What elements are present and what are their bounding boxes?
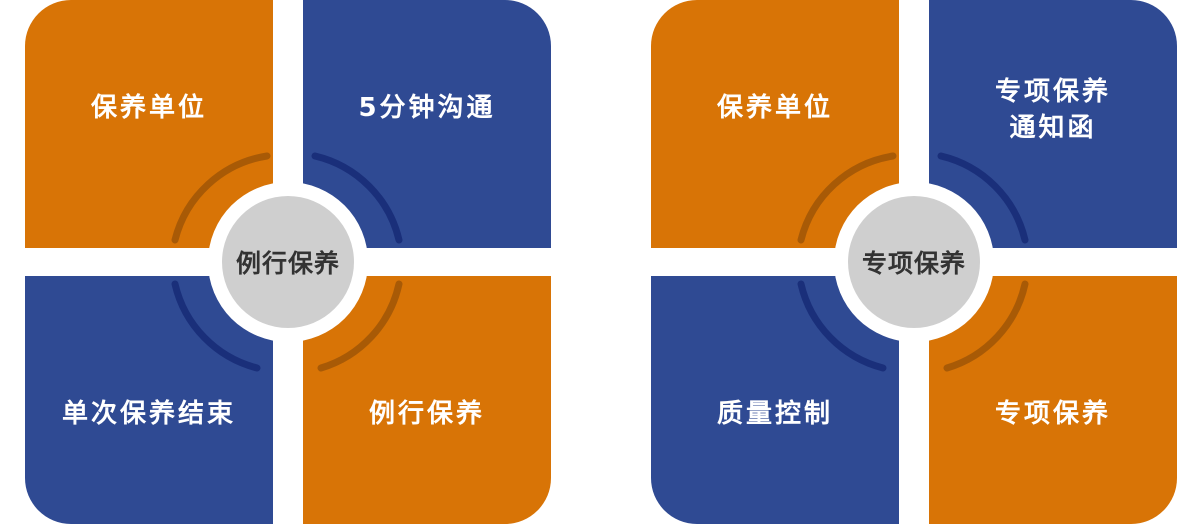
quadrant-top-left: 保养单位 bbox=[25, 0, 273, 248]
center-label: 专项保养 bbox=[861, 249, 966, 278]
routine-maintenance-diagram: 保养单位 5分钟沟通 单次保养结束 例行保养 例行保养 bbox=[25, 0, 551, 524]
quadrant-label-line-1: 专项保养 bbox=[994, 77, 1111, 107]
quadrant-label: 质量控制 bbox=[716, 399, 833, 429]
center-circle: 专项保养 bbox=[848, 196, 980, 328]
center-ring: 例行保养 bbox=[208, 182, 368, 342]
quadrant-label: 保养单位 bbox=[90, 93, 207, 123]
center-circle: 例行保养 bbox=[222, 196, 354, 328]
center-label: 例行保养 bbox=[235, 249, 340, 278]
quadrant-bottom-left: 单次保养结束 bbox=[25, 276, 273, 524]
center-ring: 专项保养 bbox=[834, 182, 994, 342]
quadrant-label: 例行保养 bbox=[368, 399, 485, 429]
quadrant-label: 保养单位 bbox=[716, 93, 833, 123]
quadrant-label: 专项保养 通知函 bbox=[929, 74, 1177, 146]
special-maintenance-diagram: 保养单位 专项保养 通知函 质量控制 专项保养 专项保养 bbox=[651, 0, 1177, 524]
quadrant-label: 单次保养结束 bbox=[61, 399, 236, 429]
quadrant-label: 专项保养 bbox=[994, 399, 1111, 429]
quadrant-label: 5分钟沟通 bbox=[358, 93, 496, 123]
quadrant-label-line-2: 通知函 bbox=[1009, 113, 1097, 143]
